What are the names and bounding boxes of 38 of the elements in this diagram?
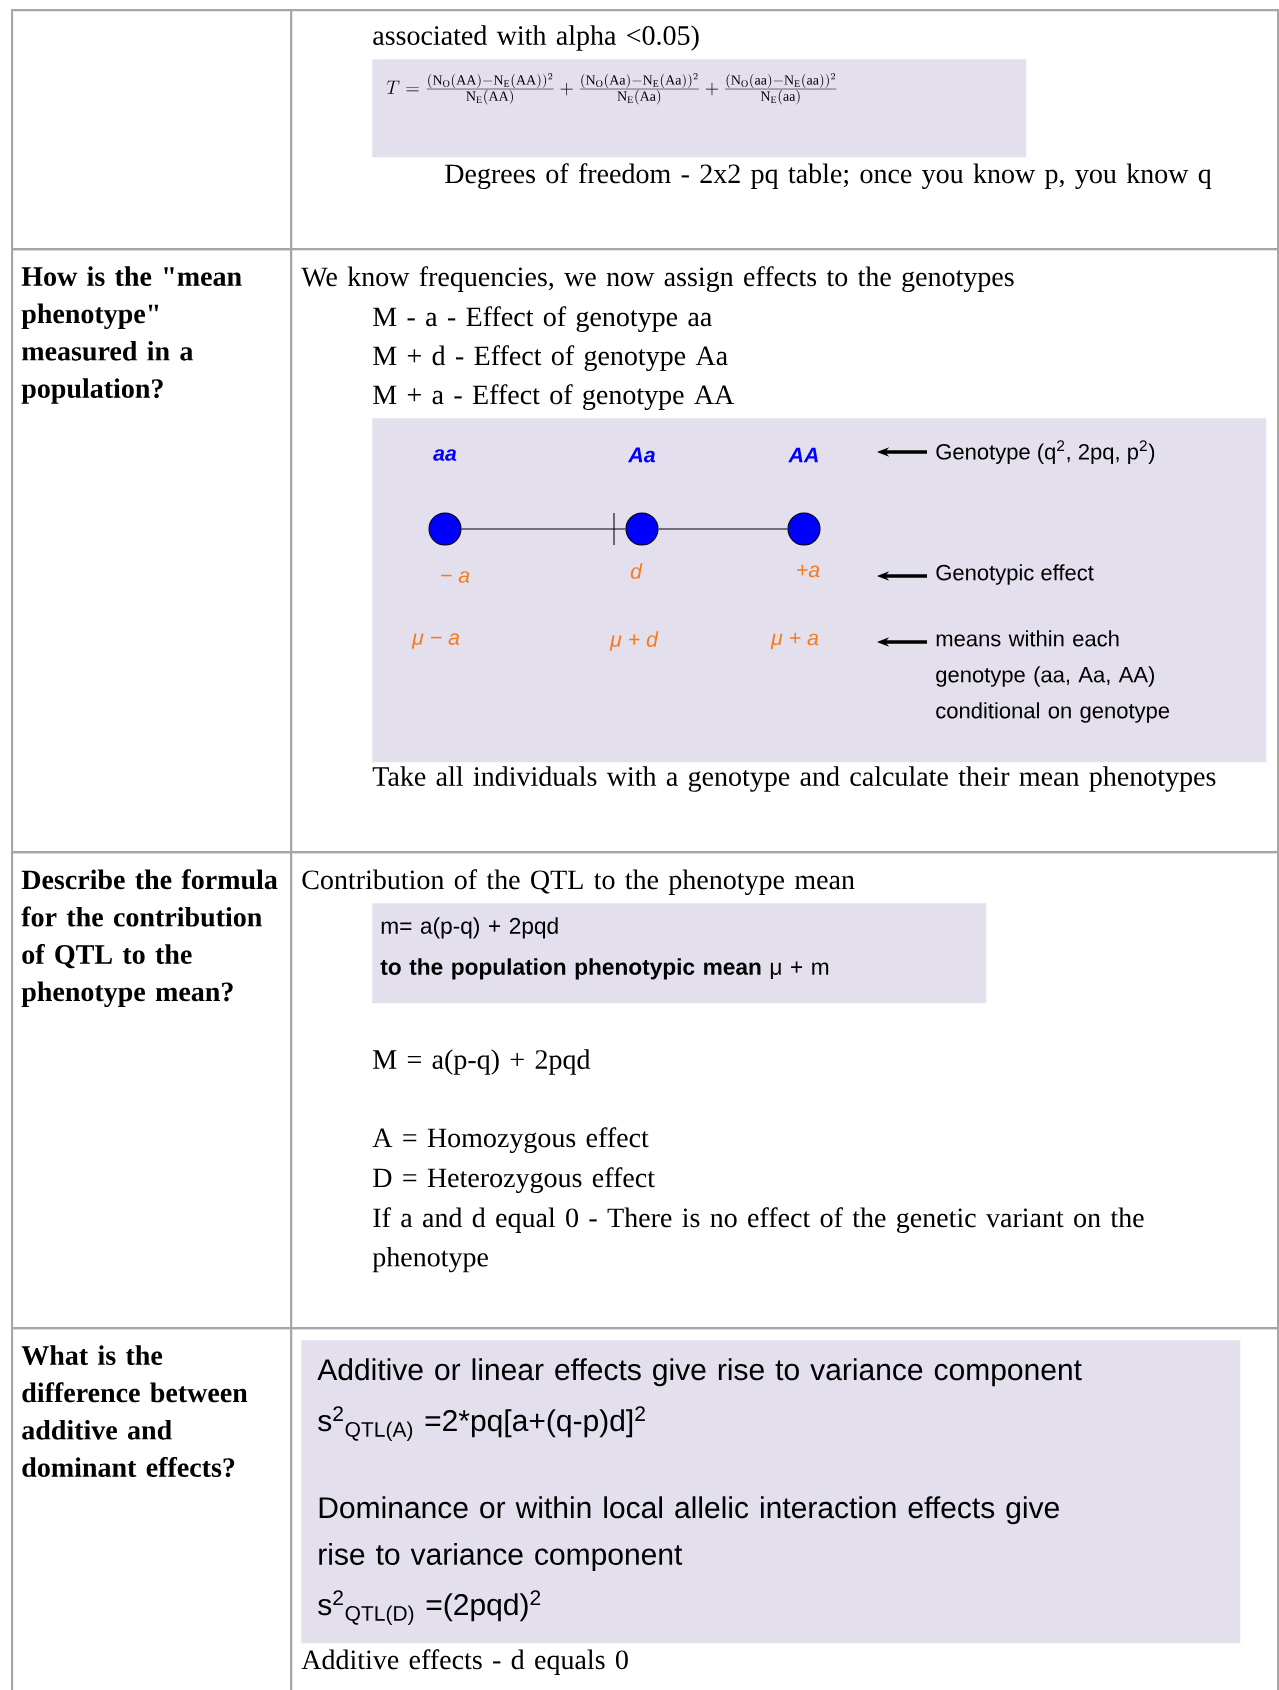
question-text: What is the difference between additive and dominant effects? bbox=[21, 1345, 248, 1478]
genotype-label: aa bbox=[433, 449, 457, 461]
genotype-label: AA bbox=[788, 447, 818, 463]
answer-text: Contribution of the QTL to the phenotype mean bbox=[302, 869, 855, 896]
formula-text: to the population phenotypic mean μ + m bbox=[380, 958, 829, 980]
annotation-text: means within each genotype (aa, Aa, AA) conditional on genotype bbox=[936, 630, 1170, 723]
formula-text: s$^{2}$$_{QTL(A)}$ =2*pq[a+(q-p)d]$^{2}$ bbox=[318, 1406, 645, 1441]
effect-label: d bbox=[630, 563, 643, 579]
annotation-text: Genotypic effect bbox=[936, 564, 1094, 585]
question-text: How is the "mean phenotype" measured in a population? bbox=[21, 266, 242, 404]
annotation-text: Genotype (q$^{2}$, 2pq, p$^{2}$) bbox=[936, 440, 1155, 464]
answer-text: Additive effects - d equals 0 bbox=[301, 1649, 628, 1675]
effect-label: − a bbox=[441, 571, 470, 583]
answer-text: associated with alpha <0.05) bbox=[373, 25, 699, 51]
answer-text: Degrees of freedom - 2x2 pq table; once you know p, you know q bbox=[445, 163, 1212, 190]
connector-line bbox=[460, 528, 627, 530]
mean-label: μ + a bbox=[770, 632, 819, 650]
question-text: Describe the formula for the contribution of QTL to the phenotype mean? bbox=[21, 869, 278, 1008]
highlight-box bbox=[372, 418, 1267, 763]
answer-text: M = a(p-q) + 2pqd bbox=[373, 1049, 591, 1075]
formula-text: m= a(p-q) + 2pqd bbox=[381, 917, 558, 939]
answer-text: If a and d equal 0 - There is no effect of the genetic variant on the phenotype bbox=[372, 1207, 1144, 1273]
genotype-label: Aa bbox=[627, 447, 655, 463]
mean-label: μ − a bbox=[411, 633, 460, 649]
answer-text: M - a - Effect of genotype aa bbox=[373, 306, 712, 333]
answer-text: M + d - Effect of genotype Aa bbox=[373, 345, 728, 372]
connector-line bbox=[657, 528, 789, 530]
effect-label: +a bbox=[797, 564, 820, 578]
answer-text: Take all individuals with a genotype and calculate their mean phenotypes bbox=[372, 766, 1216, 792]
formula-text: Additive or linear effects give rise to variance component bbox=[317, 1358, 1082, 1387]
formula: $T=\frac{(\mathrm{N_O}(\mathrm{AA})-\mathrm{N_E}(\mathrm{AA}))^2}{\mathrm{N_E}(\mathrm{AA})}+\frac{(\mathrm{N_O}(\mathrm{Aa})-\mathrm{N_E}(\mathrm{Aa}))^2}{\mathrm{N_E}(\mathrm{Aa})}+\frac{(\mathrm{N_O}(\mathrm{aa})-\mathrm{N_E}(\mathrm{aa}))^2}{\mathrm{N_E}(\mathrm{aa})}$ bbox=[386, 73, 837, 105]
formula-text: s$^{2}$$_{QTL(D)}$ =(2pqd)$^{2}$ bbox=[318, 1590, 541, 1625]
answer-text: M + a - Effect of genotype AA bbox=[373, 384, 735, 411]
answer-text: D = Heterozygous effect bbox=[373, 1167, 655, 1194]
mean-label: μ + d bbox=[609, 631, 659, 651]
answer-text: A = Homozygous effect bbox=[372, 1127, 649, 1154]
table-cell bbox=[11, 9, 293, 251]
answer-text: We know frequencies, we now assign effects to the genotypes bbox=[301, 266, 1014, 293]
